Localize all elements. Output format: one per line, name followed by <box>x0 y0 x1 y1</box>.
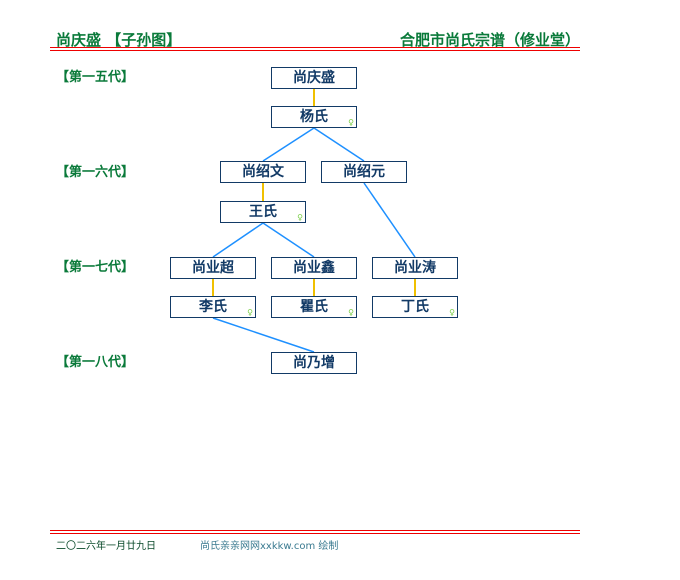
footer-credit[interactable]: 尚氏亲亲网网xxkkw.com 绘制 <box>200 541 339 552</box>
female-icon: ♀ <box>449 308 455 317</box>
spouse-box[interactable]: 李氏 ♀ <box>170 296 256 318</box>
spouse-name: 瞿氏 <box>300 299 328 315</box>
child-line <box>262 127 315 162</box>
person-box[interactable]: 尚业涛 <box>372 257 458 279</box>
person-box[interactable]: 尚绍元 <box>321 161 407 183</box>
child-line <box>212 317 315 353</box>
spouse-name: 杨氏 <box>300 109 328 125</box>
child-line <box>313 127 365 162</box>
person-name: 尚业超 <box>192 260 234 276</box>
person-name: 尚庆盛 <box>293 70 335 86</box>
person-box[interactable]: 尚业超 <box>170 257 256 279</box>
spouse-name: 李氏 <box>199 299 227 315</box>
female-icon: ♀ <box>247 308 253 317</box>
person-box[interactable]: 尚绍文 <box>220 161 306 183</box>
generation-18: 【第一八代】 <box>56 355 135 370</box>
person-box[interactable]: 尚庆盛 <box>271 67 357 89</box>
spouse-name: 王氏 <box>249 204 277 220</box>
spouse-name: 丁氏 <box>401 299 429 315</box>
generation-17: 【第一七代】 <box>56 260 135 275</box>
header-genealogy: 合肥市尚氏宗谱（修业堂） <box>399 31 580 49</box>
person-name: 尚乃增 <box>293 355 335 371</box>
header-title: 尚庆盛 【子孙图】 <box>56 31 182 49</box>
female-icon: ♀ <box>348 308 354 317</box>
divider <box>50 50 580 51</box>
spouse-box[interactable]: 王氏 ♀ <box>220 201 306 223</box>
spouse-box[interactable]: 丁氏 ♀ <box>372 296 458 318</box>
footer-divider <box>50 533 580 534</box>
person-name: 尚绍文 <box>242 164 284 180</box>
footer-divider <box>50 530 580 531</box>
person-name: 尚业涛 <box>394 260 436 276</box>
divider <box>50 47 580 48</box>
child-line <box>212 222 264 258</box>
generation-15: 【第一五代】 <box>56 70 135 85</box>
child-line <box>363 182 416 258</box>
child-line <box>262 222 315 258</box>
spouse-box[interactable]: 杨氏 ♀ <box>271 106 357 128</box>
person-box[interactable]: 尚乃增 <box>271 352 357 374</box>
spouse-box[interactable]: 瞿氏 ♀ <box>271 296 357 318</box>
generation-16: 【第一六代】 <box>56 165 135 180</box>
female-icon: ♀ <box>297 213 303 222</box>
person-box[interactable]: 尚业鑫 <box>271 257 357 279</box>
person-name: 尚业鑫 <box>293 260 335 276</box>
footer-date: 二〇二六年一月廿九日 <box>56 541 156 552</box>
female-icon: ♀ <box>348 118 354 127</box>
person-name: 尚绍元 <box>343 164 385 180</box>
